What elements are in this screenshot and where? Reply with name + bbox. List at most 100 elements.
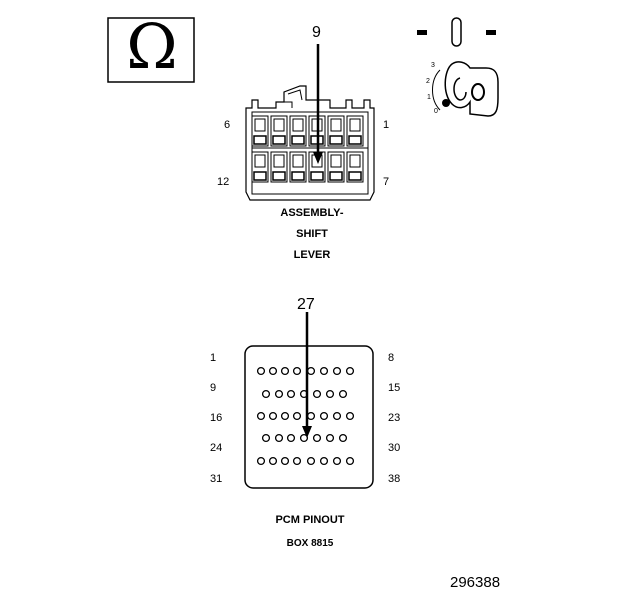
key-position-3: 3 [431, 62, 435, 69]
pcm-pin [292, 366, 302, 376]
pcm-pin [325, 389, 335, 399]
pcm-pin [319, 411, 329, 421]
cavity-latch [330, 154, 342, 168]
pcm-row2-left-label: 9 [210, 382, 217, 394]
pcm-pin [256, 456, 266, 466]
pcm-pin [345, 411, 355, 421]
pcm-pin [286, 389, 296, 399]
shift-lever-pin-7: 7 [383, 176, 390, 188]
cavity-latch [349, 118, 361, 132]
pcm-callout-number: 27 [297, 296, 315, 313]
cavity-latch [330, 118, 342, 132]
pcm-row5-right-label: 38 [388, 473, 401, 485]
cavity-terminal [272, 135, 286, 145]
pcm-pin [345, 456, 355, 466]
cavity-latch [254, 118, 266, 132]
pcm-pin-grid [256, 366, 355, 466]
connector-latch [284, 89, 303, 108]
pcm-pin [268, 366, 278, 376]
pcm-pin [332, 456, 342, 466]
cavity-terminal [291, 135, 305, 145]
pcm-pin [268, 411, 278, 421]
pcm-pin [319, 456, 329, 466]
pcm-row2-right-label: 15 [388, 382, 401, 394]
cavity-latch [273, 154, 285, 168]
pcm-pin [319, 366, 329, 376]
pcm-pin [280, 366, 290, 376]
key-letter-o-icon [471, 83, 485, 101]
pcm-pin [312, 389, 322, 399]
key-position-2: 2 [426, 78, 430, 85]
key-slot-icon [451, 17, 462, 47]
pcm-pin [274, 389, 284, 399]
cavity-terminal [329, 135, 343, 145]
key-ring-icon [453, 77, 467, 101]
cavity-latch [292, 118, 304, 132]
cavity-terminal [272, 171, 286, 181]
pcm-pinout-subtitle: BOX 8815 [286, 538, 334, 549]
key-position-1: 1 [427, 94, 431, 101]
pcm-row1-left-label: 1 [210, 352, 217, 364]
key-arc-icon [432, 69, 441, 111]
pcm-pin [332, 366, 342, 376]
pcm-pin [306, 411, 316, 421]
pcm-pinout-title: PCM PINOUT [275, 514, 345, 526]
pcm-pin [292, 456, 302, 466]
key-position-0: 0 [434, 108, 438, 115]
pcm-row4-right-label: 30 [388, 442, 401, 454]
shift-lever-pin-6: 6 [224, 119, 231, 131]
pcm-pin [261, 389, 271, 399]
figure-number: 296388 [450, 574, 501, 591]
cavity-latch [273, 118, 285, 132]
pcm-pin [312, 433, 322, 443]
shift-lever-label-line2: SHIFT [296, 228, 328, 240]
pcm-row1-right-label: 8 [388, 352, 395, 364]
key-indicator-right [486, 30, 496, 35]
cavity-terminal [348, 171, 362, 181]
pcm-pin [299, 433, 309, 443]
pcm-pin [261, 433, 271, 443]
cavity-terminal [253, 135, 267, 145]
pcm-pin [280, 411, 290, 421]
cavity-terminal [329, 171, 343, 181]
pcm-row5-left-label: 31 [210, 473, 223, 485]
pcm-pin [268, 456, 278, 466]
shift-lever-callout-number: 9 [312, 24, 321, 41]
cavity-terminal [348, 135, 362, 145]
pcm-pin [325, 433, 335, 443]
shift-lever-pin-1: 1 [383, 119, 390, 131]
cavity-latch [254, 154, 266, 168]
shift-lever-pin-12: 12 [217, 176, 230, 188]
pcm-pin [256, 366, 266, 376]
pcm-row3-left-label: 16 [210, 412, 223, 424]
shift-lever-label-line1: ASSEMBLY- [280, 207, 344, 219]
cavity-terminal [291, 171, 305, 181]
omega-icon: Ω [126, 10, 178, 83]
key-indicator-left [417, 30, 427, 35]
pcm-pin [274, 433, 284, 443]
omega-box-frame [107, 17, 195, 83]
key-pivot-icon [442, 99, 450, 107]
cavity-terminal [310, 171, 324, 181]
callout-arrow-27-head [302, 426, 312, 438]
pcm-pin [306, 366, 316, 376]
pcm-pin [338, 389, 348, 399]
pcm-row4-left-label: 24 [210, 442, 223, 454]
pcm-pin [280, 456, 290, 466]
pcm-pin [286, 433, 296, 443]
shift-lever-label-line3: LEVER [293, 249, 331, 261]
pcm-pin [292, 411, 302, 421]
pcm-pin [256, 411, 266, 421]
cavity-latch [292, 154, 304, 168]
pcm-row3-right-label: 23 [388, 412, 401, 424]
callout-arrow-9-head [313, 152, 323, 164]
pcm-pin [306, 456, 316, 466]
cavity-latch [349, 154, 361, 168]
pcm-pin [345, 366, 355, 376]
pcm-pin [338, 433, 348, 443]
pcm-pin [332, 411, 342, 421]
